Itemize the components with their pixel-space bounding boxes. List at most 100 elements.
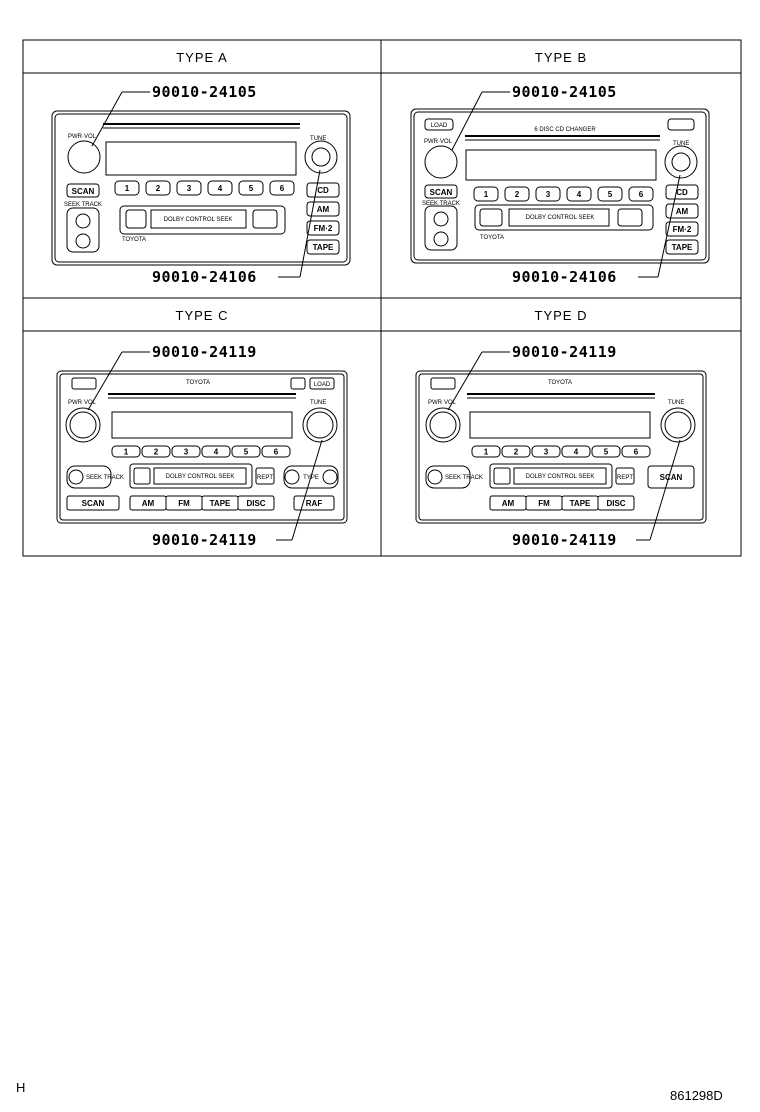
am-label: AM <box>317 205 330 214</box>
tape-label: TAPE <box>672 243 693 252</box>
header-type-b: TYPE B <box>535 50 587 65</box>
repeat-button[interactable] <box>615 467 635 485</box>
tune-knob[interactable] <box>304 140 338 174</box>
preset-label-3: 3 <box>184 448 189 457</box>
eject-button[interactable] <box>667 118 695 131</box>
tape-label: TAPE <box>313 243 334 252</box>
type-rocker[interactable] <box>283 465 339 489</box>
seek-label: SEEK TRACK <box>445 475 483 481</box>
cassette-slot[interactable] <box>129 463 253 489</box>
brand-label: TOYOTA <box>186 380 210 386</box>
preset-label-1: 1 <box>484 190 489 199</box>
preset-label-2: 2 <box>515 190 520 199</box>
power-volume-knob[interactable] <box>65 407 101 443</box>
cassette-slot[interactable] <box>489 463 613 489</box>
preset-label-2: 2 <box>156 184 161 193</box>
part-number-top-b: 90010-24105 <box>512 83 617 101</box>
power-volume-knob[interactable] <box>67 140 101 174</box>
preset-button-4[interactable] <box>561 445 591 458</box>
disc-label: DISC <box>606 499 625 508</box>
disc-label: DISC <box>246 499 265 508</box>
preset-button-5[interactable] <box>231 445 261 458</box>
disc-button[interactable] <box>597 495 635 511</box>
brand-label: TOYOTA <box>122 237 146 243</box>
preset-label-4: 4 <box>574 448 579 457</box>
cd-button[interactable] <box>665 184 699 200</box>
am-button[interactable] <box>306 201 340 217</box>
preset-button-3[interactable] <box>531 445 561 458</box>
tune-knob[interactable] <box>664 145 698 179</box>
preset-button-4[interactable] <box>201 445 231 458</box>
cassette-slot[interactable] <box>474 204 654 231</box>
tape-button[interactable] <box>306 239 340 255</box>
raf-button[interactable] <box>293 495 335 511</box>
preset-button-4[interactable] <box>566 186 592 202</box>
footer-figure-number: 861298D <box>670 1088 723 1103</box>
preset-button-5[interactable] <box>597 186 623 202</box>
preset-button-3[interactable] <box>171 445 201 458</box>
load-label: LOAD <box>314 382 331 388</box>
seek-track-rocker[interactable] <box>424 205 458 251</box>
preset-button-3[interactable] <box>535 186 561 202</box>
scan-label: SCAN <box>430 188 453 197</box>
scan-button[interactable] <box>66 495 120 511</box>
preset-label-2: 2 <box>514 448 519 457</box>
scan-button[interactable] <box>66 183 100 198</box>
header-type-c: TYPE C <box>176 308 229 323</box>
display-window <box>465 149 657 181</box>
eject-button[interactable] <box>71 377 97 390</box>
tape-button[interactable] <box>665 239 699 255</box>
preset-button-1[interactable] <box>114 180 140 196</box>
cassette-slot[interactable] <box>119 205 286 235</box>
tune-knob[interactable] <box>660 407 696 443</box>
preset-button-2[interactable] <box>145 180 171 196</box>
preset-button-2[interactable] <box>504 186 530 202</box>
preset-label-5: 5 <box>249 184 254 193</box>
preset-button-5[interactable] <box>238 180 264 196</box>
preset-button-1[interactable] <box>111 445 141 458</box>
seek-track-rocker[interactable] <box>66 465 112 489</box>
preset-label-1: 1 <box>125 184 130 193</box>
dolby-label: DOLBY CONTROL SEEK <box>526 474 595 480</box>
disc-button[interactable] <box>237 495 275 511</box>
am-button[interactable] <box>665 203 699 219</box>
repeat-label: REPT <box>257 475 273 481</box>
display-window <box>111 411 293 439</box>
am-label: AM <box>502 499 515 508</box>
preset-button-5[interactable] <box>591 445 621 458</box>
radio-type-b <box>410 108 710 264</box>
tune-label: TUNE <box>310 400 326 406</box>
repeat-button[interactable] <box>255 467 275 485</box>
preset-button-3[interactable] <box>176 180 202 196</box>
seek-track-rocker[interactable] <box>66 207 100 253</box>
preset-button-1[interactable] <box>471 445 501 458</box>
power-volume-knob[interactable] <box>424 145 458 179</box>
preset-button-2[interactable] <box>141 445 171 458</box>
eject-button[interactable] <box>430 377 456 390</box>
repeat-label: REPT <box>617 475 633 481</box>
fm-button[interactable] <box>665 221 699 237</box>
seek-label: SEEK TRACK <box>86 475 124 481</box>
load-button[interactable] <box>309 377 335 390</box>
scan-label: SCAN <box>82 499 105 508</box>
leaders-a <box>91 91 321 278</box>
preset-button-2[interactable] <box>501 445 531 458</box>
load-button[interactable] <box>424 118 454 131</box>
preset-button-6[interactable] <box>628 186 654 202</box>
tune-knob[interactable] <box>302 407 338 443</box>
seek-track-rocker[interactable] <box>425 465 471 489</box>
cd-button[interactable] <box>306 182 340 198</box>
preset-button-6[interactable] <box>269 180 295 196</box>
preset-button-1[interactable] <box>473 186 499 202</box>
scan-button[interactable] <box>424 184 458 199</box>
preset-button-4[interactable] <box>207 180 233 196</box>
preset-button-6[interactable] <box>261 445 291 458</box>
scan-button[interactable] <box>647 465 695 489</box>
raf-label: RAF <box>306 499 323 508</box>
power-volume-knob[interactable] <box>425 407 461 443</box>
preset-button-6[interactable] <box>621 445 651 458</box>
fm-button[interactable] <box>306 220 340 236</box>
